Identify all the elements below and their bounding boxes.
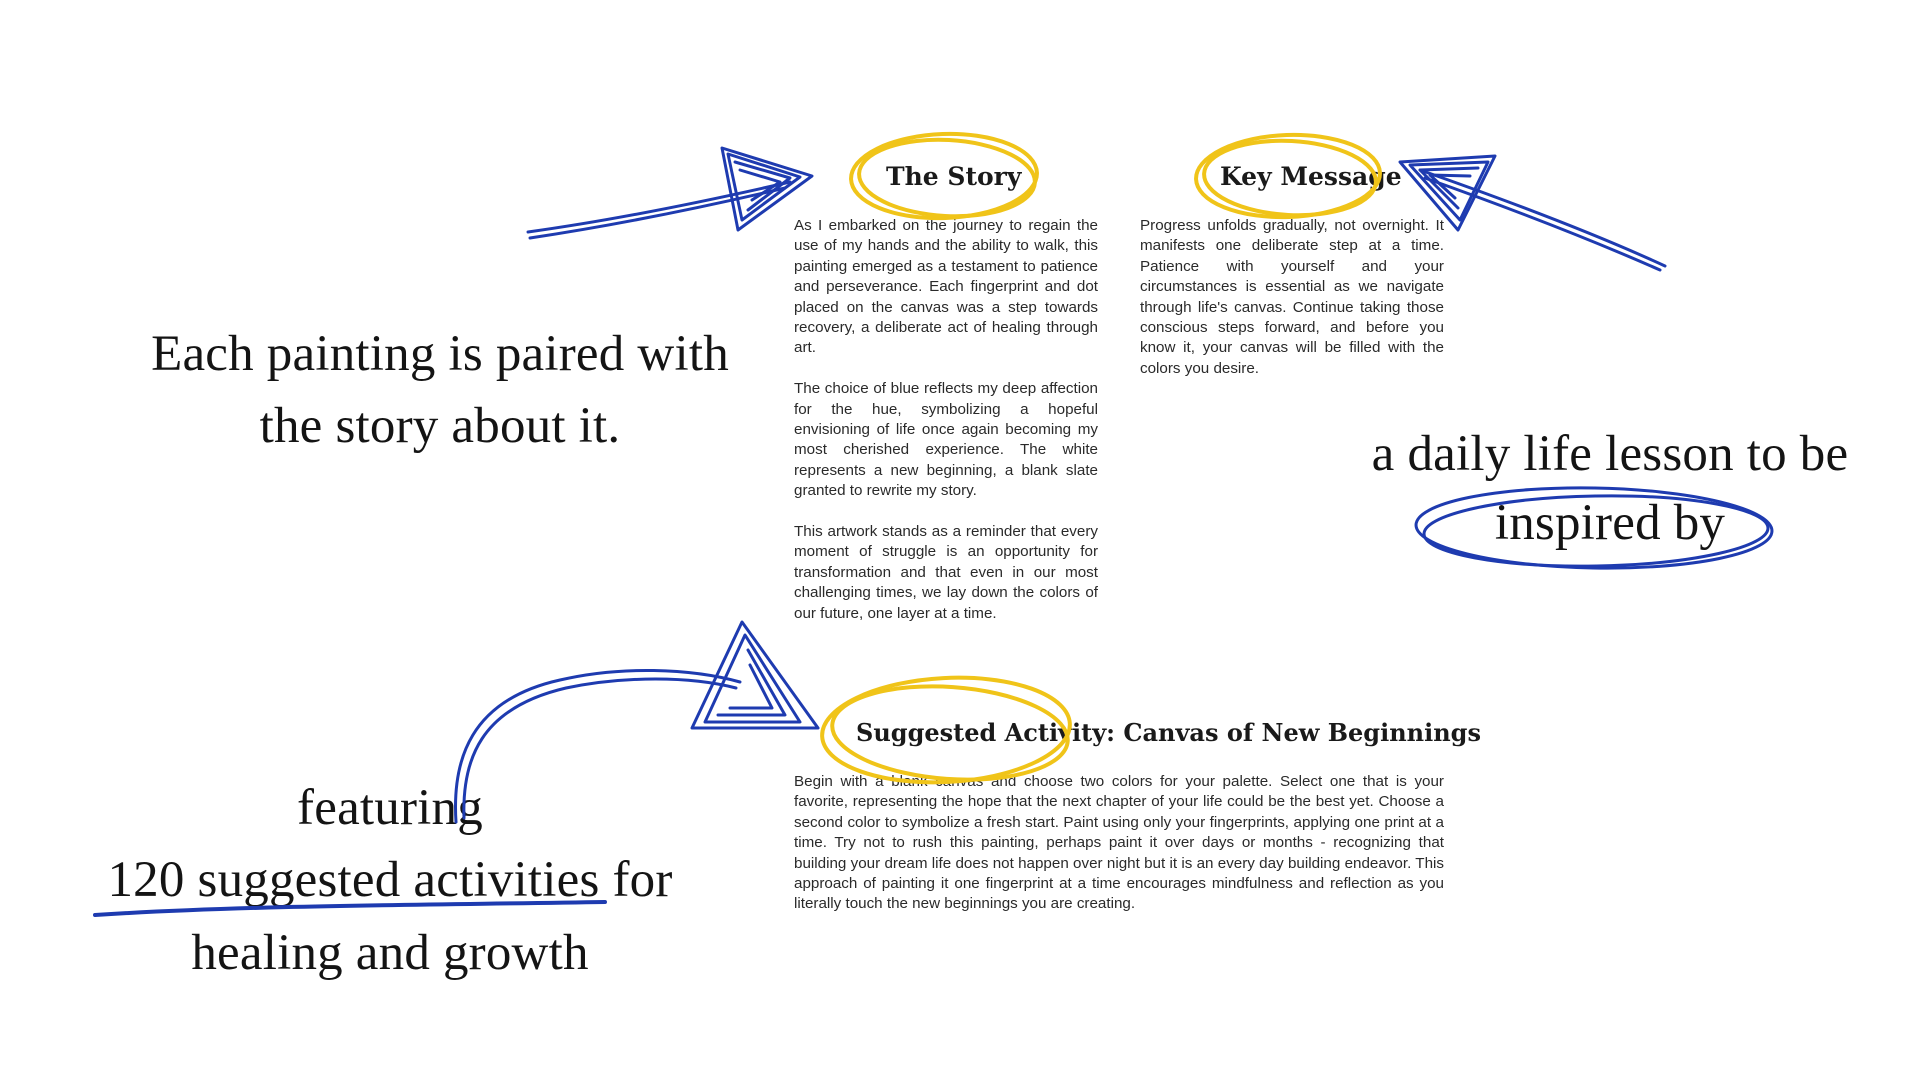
story-paragraph: As I embarked on the journey to regain t… [794,217,1098,357]
callout-line-underlined: 120 suggested activities for [107,852,673,909]
key-message-body: Progress unfolds gradually, not overnigh… [1140,217,1444,377]
callout-daily-lesson: a daily life lesson to be inspired by [1360,418,1860,560]
story-body: As I embarked on the journey to regain t… [794,216,1098,624]
callout-painting-paired: Each painting is paired with the story a… [100,318,780,463]
callout-line: healing and growth [191,924,589,981]
callout-line-circled: inspired by [1494,495,1726,552]
callout-line: the story about it. [259,398,621,455]
activity-body: Begin with a blank canvas and choose two… [794,773,1444,913]
key-message-heading: Key Message [1220,162,1402,191]
callout-line: a daily life lesson to be [1371,426,1849,482]
story-heading: The Story [886,162,1022,191]
callout-line: Each painting is paired with [151,326,729,382]
story-paragraph: This artwork stands as a reminder that e… [794,523,1098,622]
callout-line: featuring [297,780,483,836]
story-pointer-arrow-icon [526,146,814,240]
story-paragraph: The choice of blue reflects my deep affe… [794,380,1098,500]
callout-activities: featuring 120 suggested activities for h… [40,772,740,989]
activity-heading: Suggested Activity: Canvas of New Beginn… [856,718,1481,747]
